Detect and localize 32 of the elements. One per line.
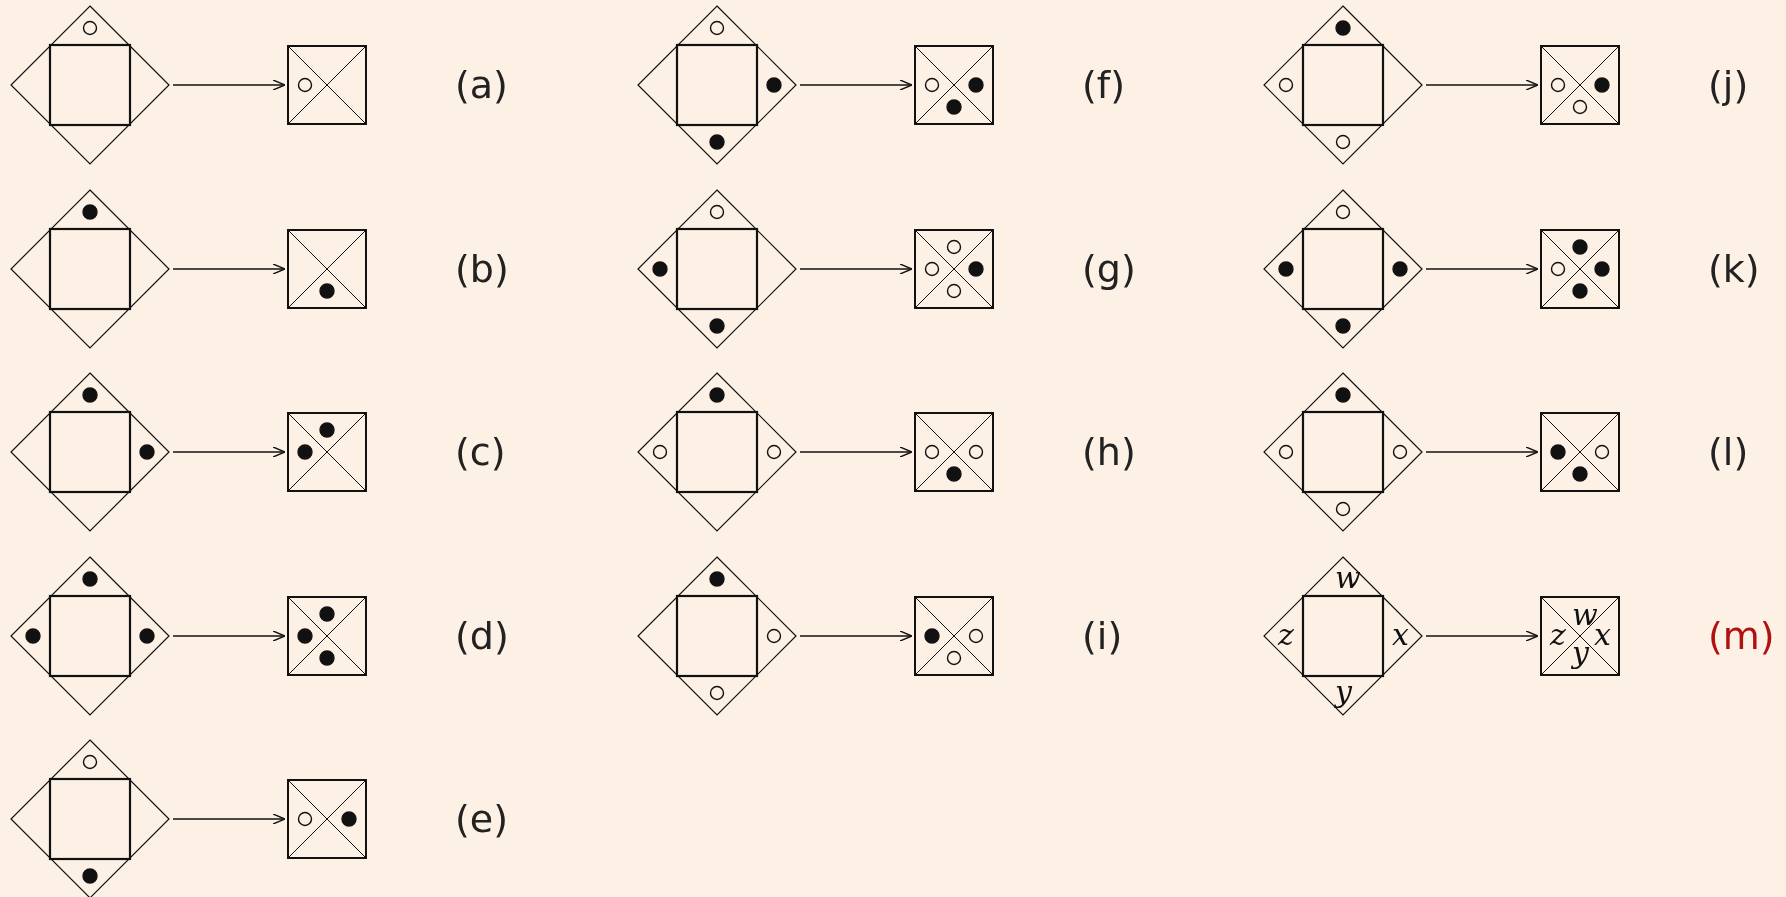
panel-label: (d) xyxy=(455,614,509,658)
variable-label: y xyxy=(1572,638,1589,668)
panel-label: (m) xyxy=(1708,614,1775,658)
panel-label: (h) xyxy=(1082,430,1136,474)
panel-label: (e) xyxy=(455,797,509,841)
panel-label: (g) xyxy=(1082,247,1136,291)
arrow xyxy=(799,79,913,91)
arrow xyxy=(1425,446,1539,458)
arrow xyxy=(172,813,286,825)
panel-label: (b) xyxy=(455,247,509,291)
panel-label: (j) xyxy=(1708,63,1749,107)
panel-label: (k) xyxy=(1708,247,1760,291)
variable-label: z xyxy=(1278,620,1294,650)
variable-label: w xyxy=(1335,563,1361,593)
variable-label: z xyxy=(1550,620,1566,650)
panel-label: (a) xyxy=(455,63,508,107)
variable-label: x xyxy=(1392,620,1409,650)
panel-label: (l) xyxy=(1708,430,1749,474)
arrow xyxy=(799,263,913,275)
arrow xyxy=(172,263,286,275)
variable-label: y xyxy=(1335,677,1352,707)
arrow xyxy=(172,79,286,91)
arrow xyxy=(1425,630,1539,642)
arrow xyxy=(1425,79,1539,91)
panel-label: (i) xyxy=(1082,614,1123,658)
arrow xyxy=(172,446,286,458)
arrow xyxy=(799,630,913,642)
panel-label: (c) xyxy=(455,430,506,474)
arrow xyxy=(1425,263,1539,275)
arrow xyxy=(799,446,913,458)
arrow xyxy=(172,630,286,642)
panel-label: (f) xyxy=(1082,63,1126,107)
